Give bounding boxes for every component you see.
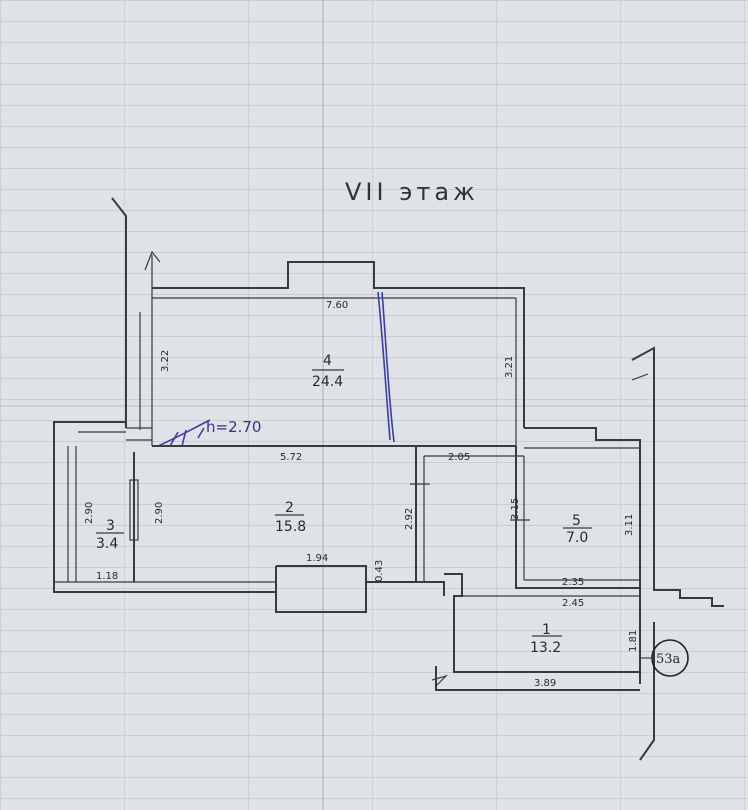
wall-bottom-right <box>366 581 445 596</box>
pen-line-2 <box>381 291 395 443</box>
floor-title: VII этаж <box>345 178 479 206</box>
wall-left-shaft <box>111 197 127 428</box>
pen-arrow <box>157 419 211 447</box>
dim-room4-right: 3.21 <box>504 356 515 378</box>
dim-room2-height: 2.90 <box>154 502 165 524</box>
pen-ticks <box>169 427 205 447</box>
room-1-label: 1 13.2 <box>530 622 562 656</box>
dim-room5-right: 3.11 <box>624 514 635 536</box>
room-5-label: 5 7.0 <box>563 513 592 546</box>
wall-bottom-bump <box>275 565 367 613</box>
pen-line-1 <box>377 291 391 441</box>
wall-right-lower <box>639 622 655 761</box>
dim-room2-right: 2.92 <box>404 508 415 530</box>
break-mark-bottom <box>431 674 449 687</box>
dim-bath-height: 2.90 <box>84 502 95 524</box>
wall-hall <box>444 573 640 673</box>
room-area: 15.8 <box>275 519 306 535</box>
unit-stamp: 53а <box>640 639 689 677</box>
room-area: 24.4 <box>312 374 343 390</box>
door-bath <box>129 479 139 541</box>
dim-wall-572: 5.72 <box>280 452 302 463</box>
room-number: 3 <box>106 518 115 534</box>
dim-hall-right: 1.81 <box>628 630 639 652</box>
wall-room5 <box>515 446 640 589</box>
room-number: 4 <box>323 353 332 369</box>
paper-fold-horizontal <box>0 405 748 407</box>
dim-right-205: 2.05 <box>448 452 470 463</box>
room-number: 1 <box>542 622 551 638</box>
dim-bath-width: 1.18 <box>96 571 118 582</box>
wall-hall-bottom <box>435 666 640 691</box>
paper-fold-vertical <box>322 0 324 810</box>
dim-room5-bottom: 2.35 <box>562 577 584 588</box>
dim-hall-top: 2.45 <box>562 598 584 609</box>
room-2-label: 2 15.8 <box>275 500 306 535</box>
stamp-label: 53а <box>656 652 681 667</box>
dim-hall-bottom: 3.89 <box>534 678 556 689</box>
dim-room5-height: 3.15 <box>510 498 521 520</box>
wall-top <box>152 261 525 428</box>
room-area: 3.4 <box>96 536 118 552</box>
break-mark-top-left <box>144 250 161 271</box>
room-number: 5 <box>572 513 581 529</box>
room-number: 2 <box>285 500 294 516</box>
room-area: 13.2 <box>530 640 561 656</box>
dim-room2-bottom: 1.94 <box>306 553 328 564</box>
room-4-label: 4 24.4 <box>312 353 344 390</box>
height-note: h=2.70 <box>206 418 261 436</box>
wall-right-shaft <box>631 346 724 607</box>
dim-room4-left: 3.22 <box>160 350 171 372</box>
wall-bath-outer <box>53 421 276 593</box>
dim-step-043: 0.43 <box>374 560 385 582</box>
break-mark-right <box>631 373 649 381</box>
room-3-label: 3 3.4 <box>96 518 124 552</box>
wall-right-step <box>524 427 641 684</box>
dim-top-width: 7.60 <box>326 300 348 311</box>
room-area: 7.0 <box>566 530 588 546</box>
